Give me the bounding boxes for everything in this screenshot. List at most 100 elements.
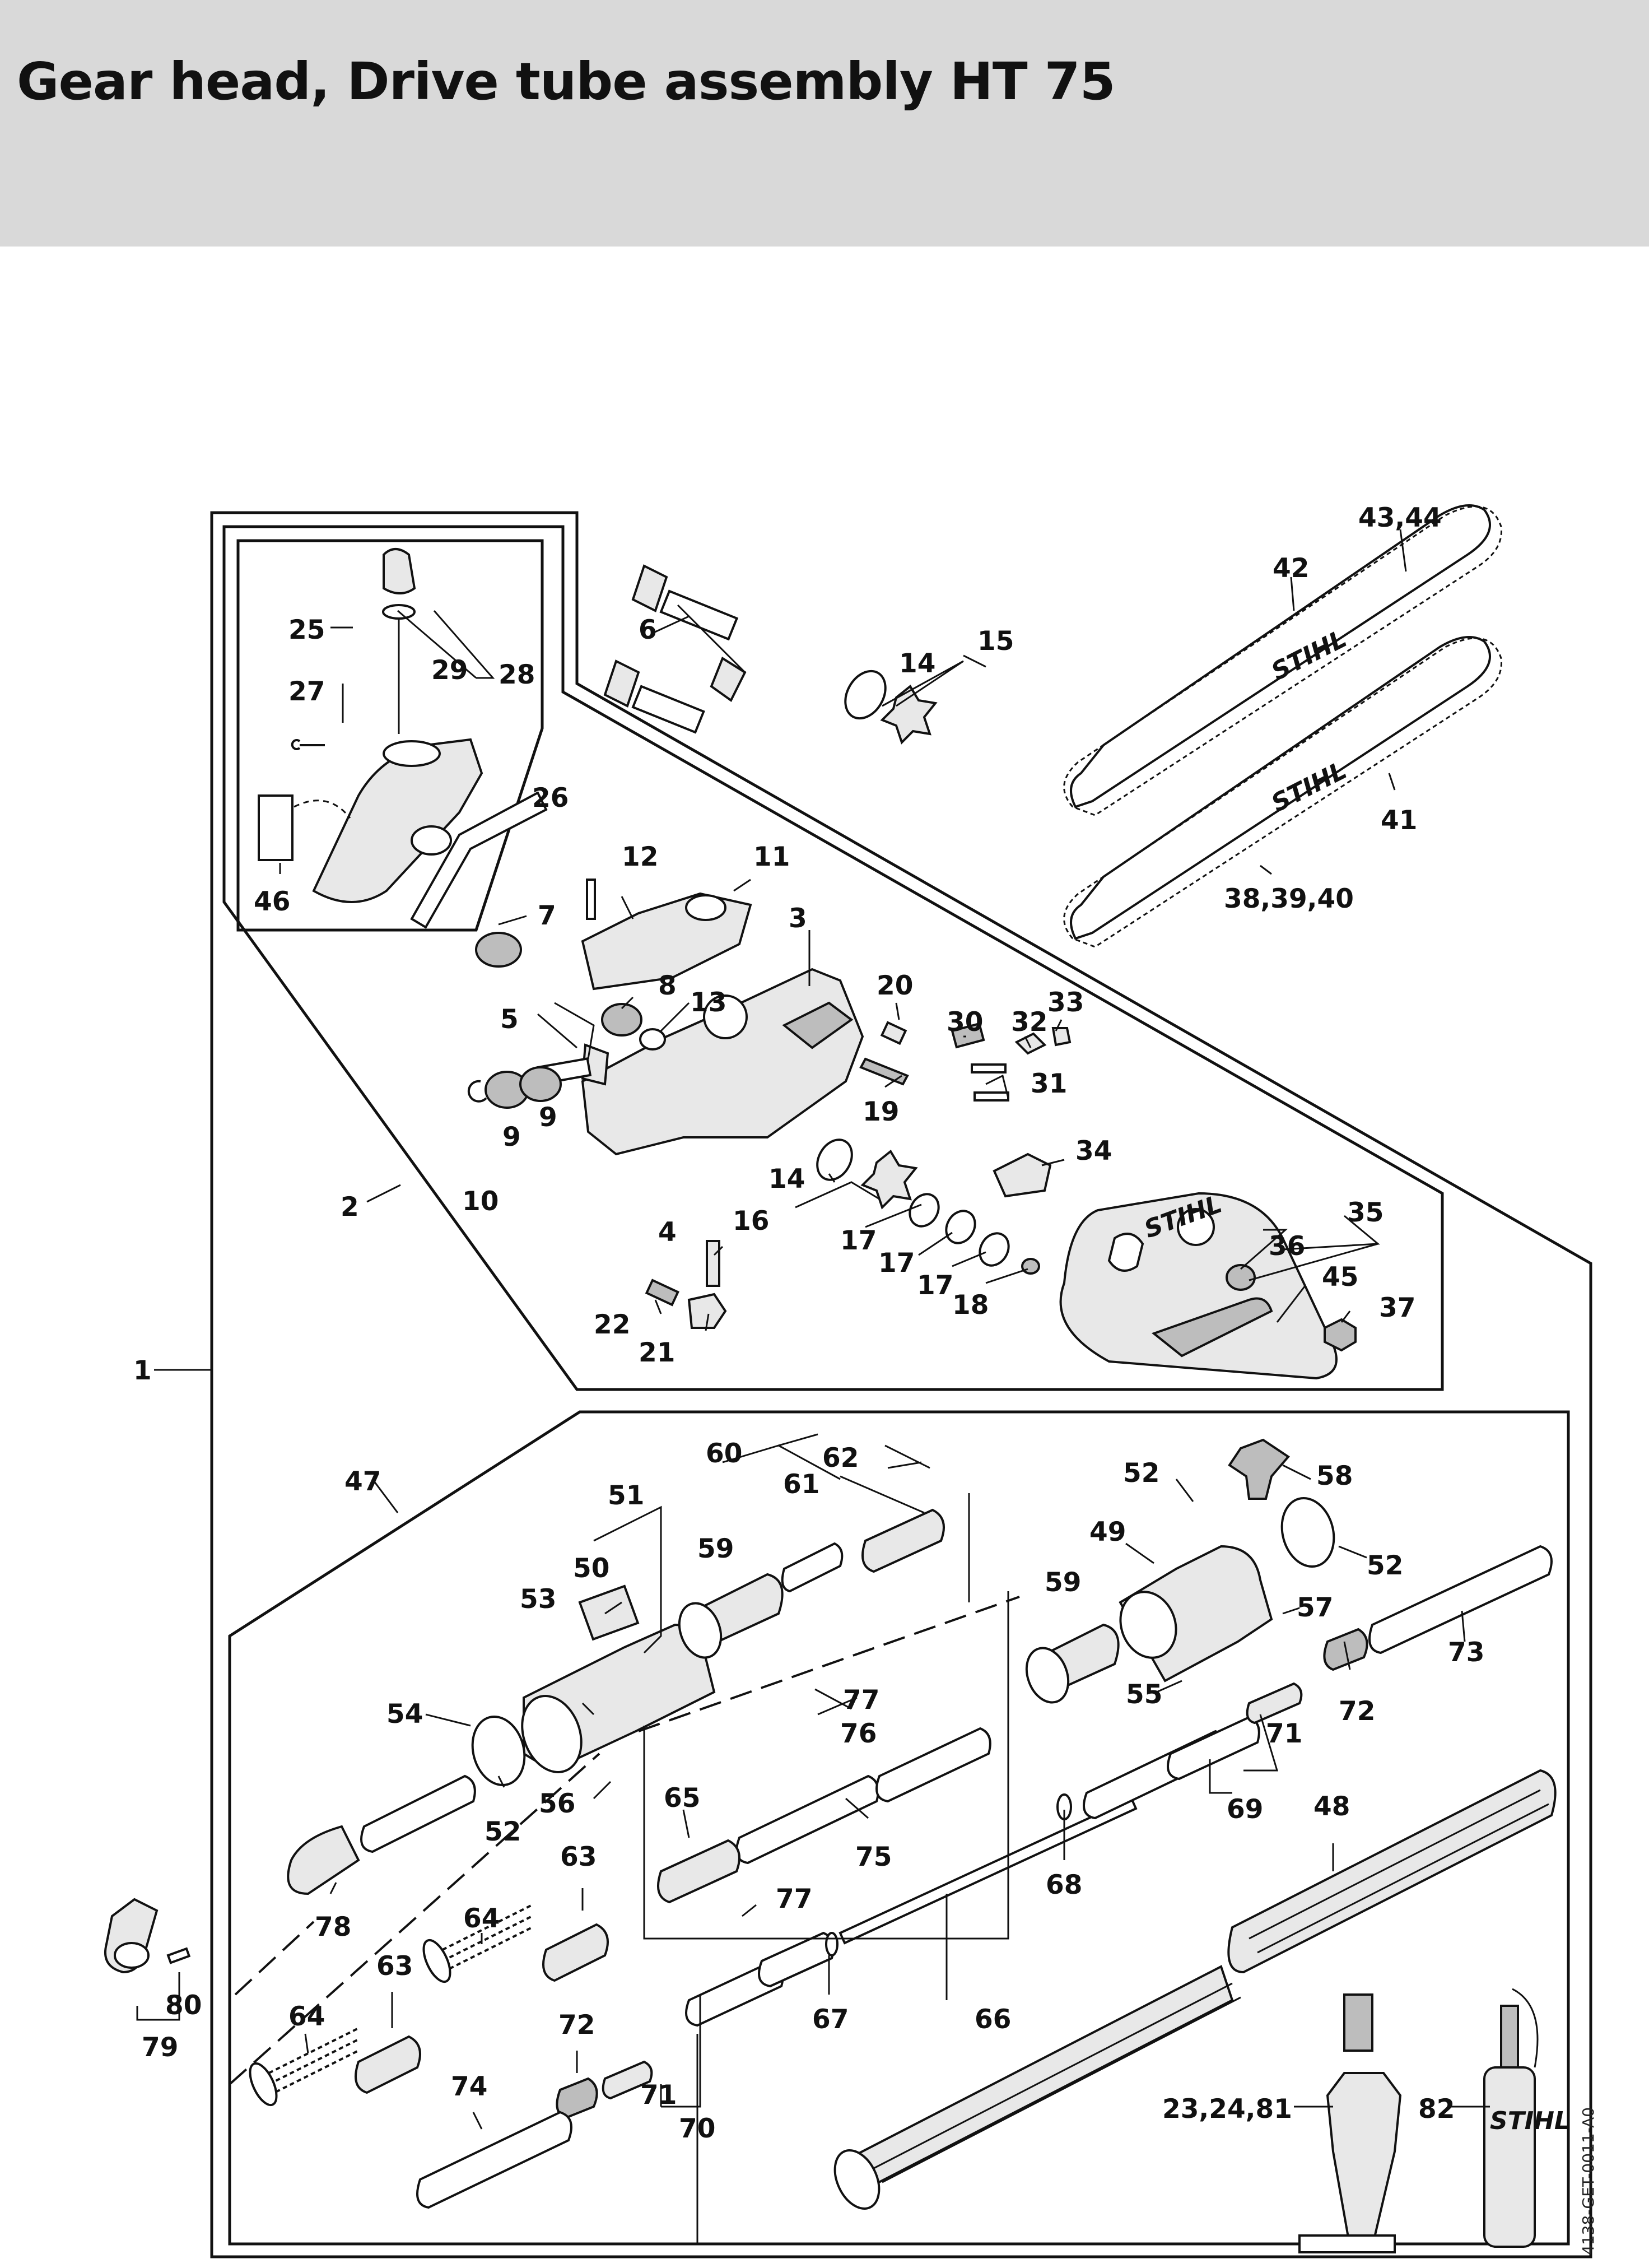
label-43-44: 43,44 <box>1358 503 1442 533</box>
label-63a: 63 <box>560 1842 597 1872</box>
label-33: 33 <box>1047 987 1084 1018</box>
sleeve-59a <box>678 1573 784 1659</box>
nut-37 <box>1324 1318 1357 1352</box>
label-17b: 17 <box>878 1248 915 1279</box>
label-20: 20 <box>877 970 913 1001</box>
label-31: 31 <box>1031 1068 1067 1099</box>
oil-bottle-82: STIHL <box>1483 1988 1570 2248</box>
label-23-24-81: 23,24,81 <box>1162 2094 1292 2125</box>
label-67: 67 <box>812 2004 849 2035</box>
label-22: 22 <box>594 1309 630 1340</box>
label-36: 36 <box>1269 1231 1305 1262</box>
label-49: 49 <box>1089 1517 1126 1547</box>
liner-70b <box>758 1931 835 1988</box>
bushing-71a <box>602 2060 653 2100</box>
label-17a: 17 <box>840 1225 877 1256</box>
ring-13 <box>639 1028 666 1051</box>
bushing-71b <box>1246 1682 1303 1725</box>
bearing-9b <box>519 1066 562 1102</box>
sleeve-59b <box>1025 1623 1120 1704</box>
label-64a: 64 <box>463 1903 500 1934</box>
label-59a: 59 <box>697 1533 734 1564</box>
label-32: 32 <box>1011 1007 1047 1038</box>
label-53: 53 <box>520 1584 556 1615</box>
label-4: 4 <box>658 1217 677 1248</box>
sleeve-63a <box>355 2035 421 2094</box>
label-56: 56 <box>539 1788 575 1819</box>
label-73: 73 <box>1448 1637 1484 1668</box>
label-41: 41 <box>1381 805 1417 836</box>
drive-tube-48 <box>833 1769 1557 2210</box>
label-54: 54 <box>386 1699 423 1730</box>
label-65: 65 <box>664 1783 700 1814</box>
spring-64b <box>422 1904 533 1983</box>
washer-14 <box>816 1138 853 1181</box>
label-82: 82 <box>1418 2094 1455 2125</box>
label-21: 21 <box>639 1337 675 1368</box>
label-30: 30 <box>947 1007 983 1038</box>
part-labels: 1 2 3 4 5 6 7 8 9 9 10 11 12 13 14 14 15… <box>133 503 1484 2144</box>
label-68: 68 <box>1046 1870 1082 1900</box>
label-15: 15 <box>977 626 1014 657</box>
sleeve-63b <box>542 1923 609 1982</box>
label-27: 27 <box>288 676 325 707</box>
label-34: 34 <box>1075 1136 1112 1166</box>
brand-mark-bottle: STIHL <box>1490 2107 1570 2135</box>
label-11: 11 <box>753 842 790 872</box>
label-66: 66 <box>975 2004 1011 2035</box>
label-7: 7 <box>538 900 556 931</box>
spring-22 <box>645 1279 679 1307</box>
ring-67 <box>825 1932 839 1956</box>
label-61: 61 <box>783 1469 819 1500</box>
handle-clamp-79 <box>104 1898 159 1974</box>
sleeve-20 <box>880 1021 907 1045</box>
washer-17a <box>909 1193 940 1228</box>
label-77b: 77 <box>776 1884 812 1914</box>
slide-32 <box>1014 1032 1047 1055</box>
screw-12 <box>586 879 596 920</box>
screw-31a <box>971 1063 1007 1073</box>
ring-72a <box>556 2077 598 2120</box>
label-60: 60 <box>706 1438 742 1469</box>
label-57: 57 <box>1297 1592 1333 1623</box>
label-71b: 71 <box>640 2080 677 2111</box>
washer-17b <box>945 1210 976 1244</box>
washer-36 <box>1226 1264 1256 1291</box>
label-14b: 14 <box>768 1164 805 1195</box>
label-1: 1 <box>133 1355 152 1386</box>
label-51: 51 <box>608 1480 644 1511</box>
sleeve-52-tube <box>360 1774 476 1853</box>
assembly-1-frame <box>210 511 1592 2258</box>
stud-19 <box>859 1057 909 1086</box>
label-52c: 52 <box>1367 1550 1403 1581</box>
bearing-7 <box>475 932 522 968</box>
label-76: 76 <box>840 1718 877 1749</box>
page-title: Gear head, Drive tube assembly HT 75 <box>17 52 1116 111</box>
sprocket-14-15 <box>844 670 938 745</box>
gear-housing-3 <box>581 968 864 1156</box>
label-38-39-40: 38,39,40 <box>1224 884 1354 914</box>
label-80: 80 <box>165 1990 202 2021</box>
label-18: 18 <box>952 1290 989 1321</box>
label-70: 70 <box>679 2113 715 2144</box>
label-64b: 64 <box>288 2001 325 2032</box>
label-16: 16 <box>733 1206 769 1237</box>
circlip-10 <box>467 1080 487 1103</box>
label-71a: 71 <box>1266 1718 1302 1749</box>
clamp-housing-51 <box>521 1584 716 1773</box>
label-50: 50 <box>573 1553 609 1584</box>
sprocket-16 <box>860 1150 918 1210</box>
label-72b: 72 <box>558 2010 595 2041</box>
label-5: 5 <box>500 1004 519 1035</box>
label-63b: 63 <box>376 1951 413 1982</box>
tube-60 <box>781 1542 844 1593</box>
label-6: 6 <box>639 615 657 645</box>
guide-bar-chain-top: STIHL <box>1063 504 1502 816</box>
o-ring-52a <box>471 1715 526 1787</box>
pin-4 <box>706 1240 720 1287</box>
bearing-cover-11 <box>581 892 752 991</box>
clamp-housing-49 <box>1119 1545 1273 1683</box>
washer-17c <box>979 1232 1010 1267</box>
guide-bar-chain-bottom: STIHL <box>1063 636 1502 948</box>
